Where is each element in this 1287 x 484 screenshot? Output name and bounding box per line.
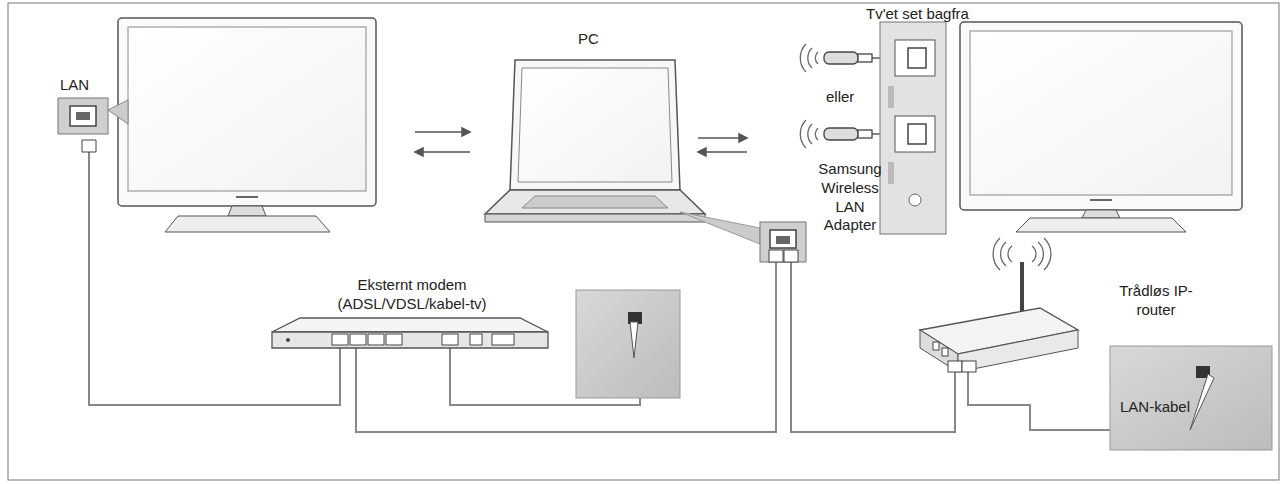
tv-front — [960, 22, 1242, 232]
pc-lan-port-callout — [680, 212, 806, 262]
external-modem — [272, 318, 548, 348]
label-text: LAN-kabel — [1120, 398, 1220, 417]
label-text: Eksternt modem (ADSL/VDSL/kabel-tv) — [322, 276, 502, 314]
tv-back-panel — [880, 22, 946, 234]
label-text: Tv'et set bagfra — [866, 5, 1036, 24]
label-text: LAN — [60, 76, 120, 95]
label-text: Samsung Wireless LAN Adapter — [812, 160, 888, 235]
lan-port-callout — [58, 98, 128, 152]
label-text: PC — [578, 30, 638, 49]
label-text: Trådløs IP-router — [1106, 282, 1206, 320]
label-text: eller — [826, 88, 876, 107]
wall-socket — [576, 290, 680, 398]
laptop — [485, 60, 705, 222]
frame — [8, 3, 1279, 480]
wireless-router — [920, 238, 1078, 372]
wall-socket — [1110, 346, 1272, 450]
tv-front — [118, 18, 376, 232]
